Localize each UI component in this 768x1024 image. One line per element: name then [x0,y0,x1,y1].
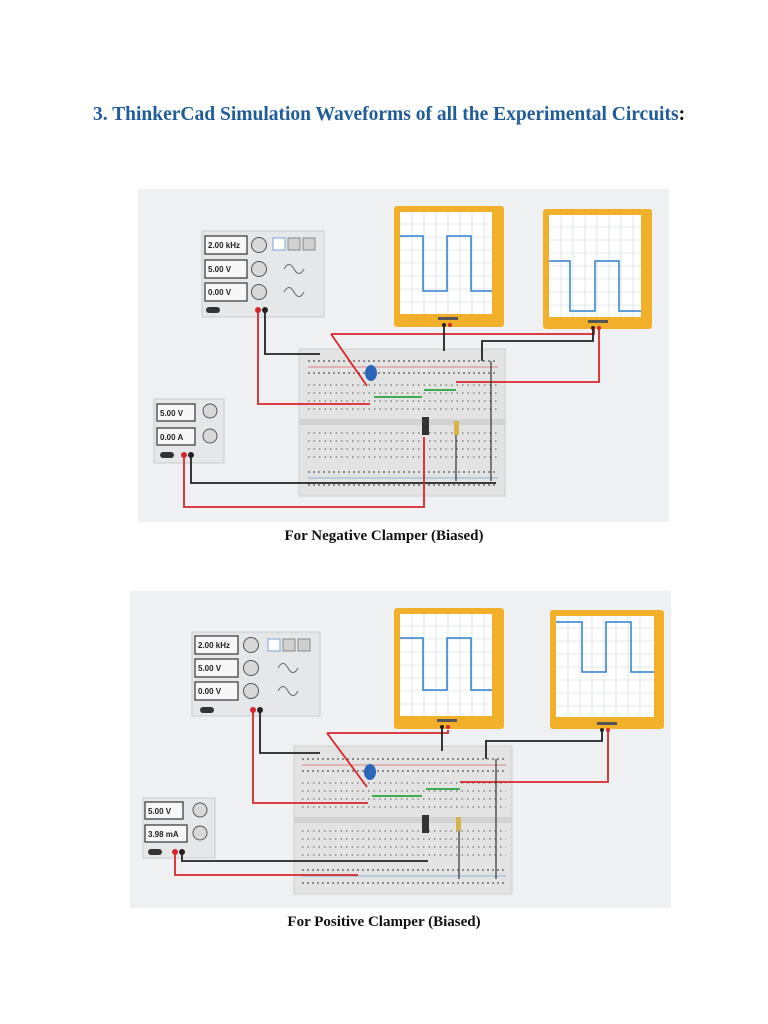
capacitor [364,764,376,780]
positive-clamper-circuit: 2.00 kHz 5.00 V 0.00 V 5.00 V 3.98 mA [142,608,664,895]
oscilloscope-2-trace [556,621,654,673]
wires [183,310,600,508]
section-heading-colon: : [678,104,686,125]
breadboard [293,745,513,895]
oscilloscope-1 [394,206,504,327]
oscilloscope-2 [543,209,652,330]
function-generator: 2.00 kHz 5.00 V 0.00 V [201,230,325,318]
fg-offset-display: 0.00 V [198,687,222,696]
negative-clamper-figure: 2.00 kHz 5.00 V 0.00 V 5.00 V 0.00 A [138,189,669,522]
fg-amplitude-display: 5.00 V [208,265,232,274]
fg-frequency-display: 2.00 kHz [198,641,230,650]
capacitor [365,365,377,381]
positive-clamper-caption: For Positive Clamper (Biased) [287,914,481,930]
section-heading: 3. ThinkerCad Simulation Waveforms of al… [93,100,713,129]
resistor [454,421,459,435]
psu-current-display: 0.00 A [160,433,183,442]
psu-current-display: 3.98 mA [148,830,179,839]
oscilloscope-1-trace [400,235,492,292]
resistor [456,817,461,831]
negative-clamper-circuit: 2.00 kHz 5.00 V 0.00 V 5.00 V 0.00 A [153,206,652,508]
oscilloscope-1 [394,608,504,729]
psu-voltage-display: 5.00 V [148,807,172,816]
psu-voltage-display: 5.00 V [160,409,184,418]
fg-amplitude-display: 5.00 V [198,664,222,673]
diode [422,417,429,435]
power-supply: 5.00 V 0.00 A [153,398,225,464]
oscilloscope-2 [550,610,664,732]
oscilloscope-1-trace [400,637,492,691]
breadboard [298,348,506,497]
oscilloscope-2-trace [549,260,641,312]
diode [422,815,429,833]
power-supply: 5.00 V 3.98 mA [142,797,216,859]
positive-clamper-figure: 2.00 kHz 5.00 V 0.00 V 5.00 V 3.98 mA [130,591,671,908]
negative-clamper-caption: For Negative Clamper (Biased) [284,528,484,544]
fg-offset-display: 0.00 V [208,288,232,297]
function-generator: 2.00 kHz 5.00 V 0.00 V [191,631,321,717]
section-heading-text: 3. ThinkerCad Simulation Waveforms of al… [93,104,679,125]
wires [174,710,609,879]
fg-frequency-display: 2.00 kHz [208,241,240,250]
